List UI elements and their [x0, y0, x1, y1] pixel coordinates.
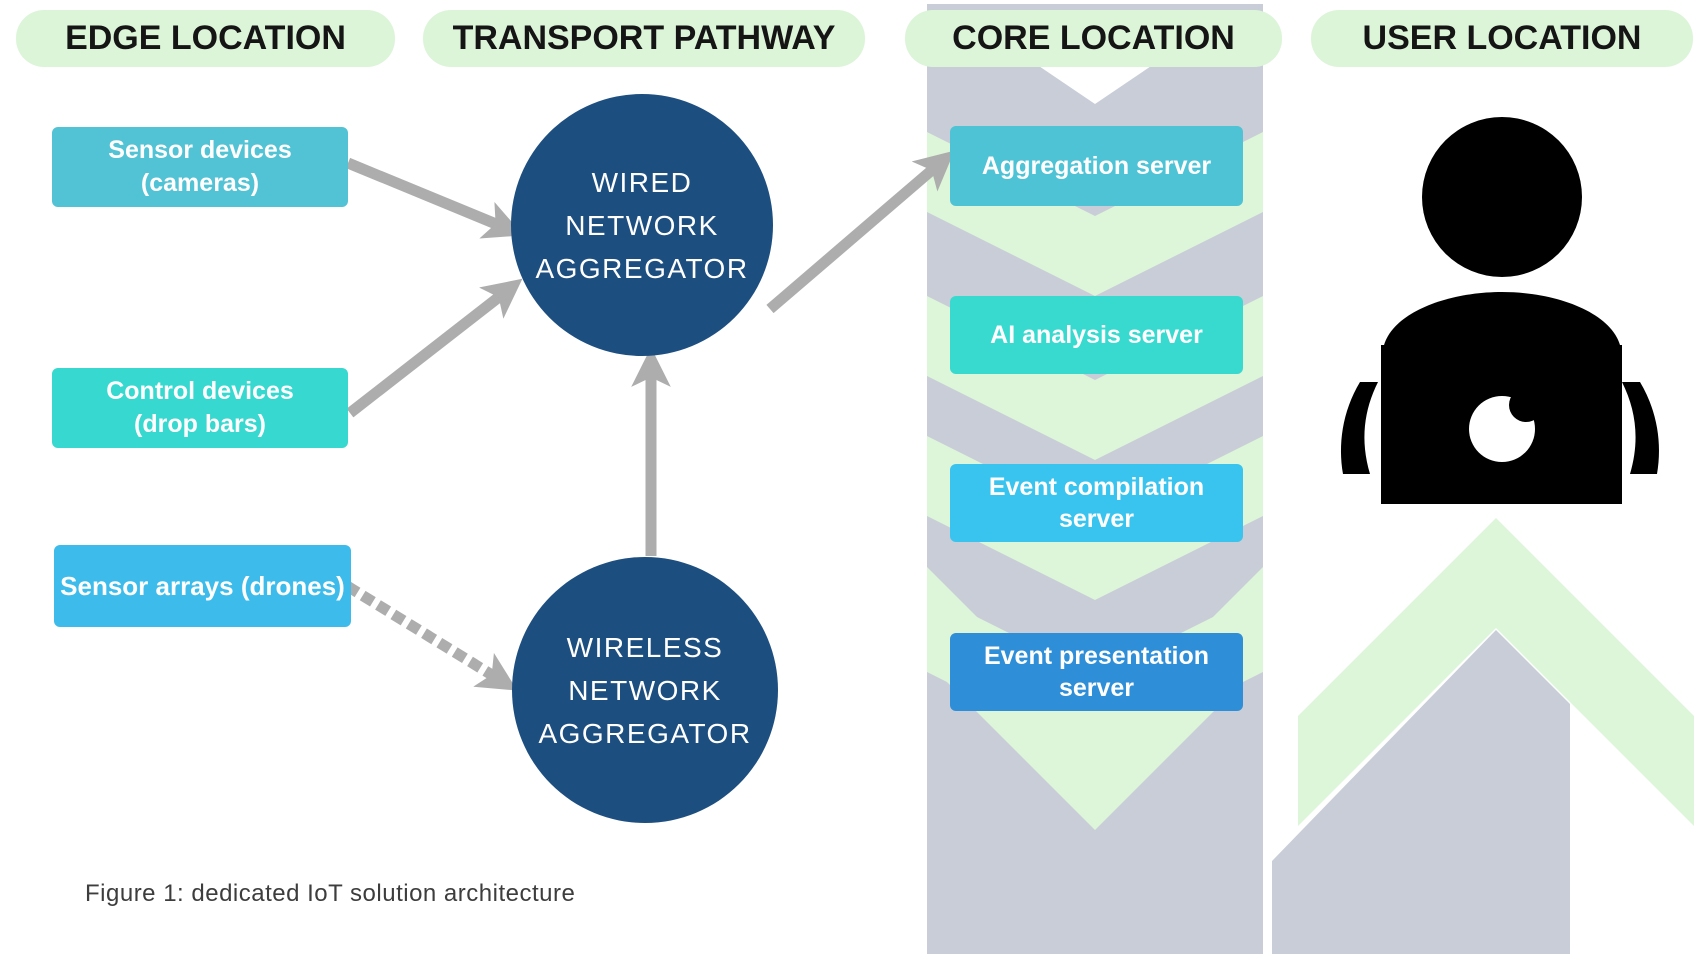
node-label-line: server: [1058, 505, 1135, 533]
header-transport-pathway: TRANSPORT PATHWAY: [423, 10, 865, 67]
arrow-wired-to-aggregation: [766, 150, 955, 314]
node-label-line: Sensor arrays (drones): [60, 570, 345, 601]
arrow-control-to-wired: [346, 278, 523, 418]
node-label-line: AGGREGATOR: [538, 717, 752, 749]
node-aggregation-server: Aggregation server: [950, 126, 1243, 206]
node-ai-analysis-server: AI analysis server: [950, 296, 1243, 374]
node-label-line: Event compilation: [988, 473, 1205, 501]
node-label-line: NETWORK: [568, 674, 722, 706]
person-left-arm: [1341, 382, 1378, 474]
chevron-down-icon: [927, 132, 1263, 296]
person-right-arm: [1622, 382, 1659, 474]
node-control-devices: Control devices (drop bars): [52, 368, 348, 448]
laptop-logo-bite: [1509, 388, 1543, 422]
header-user-location: USER LOCATION: [1311, 10, 1693, 67]
node-sensor-devices: Sensor devices (cameras): [52, 127, 348, 207]
gray-up-chevron: [1272, 630, 1570, 954]
arrow-sensor-to-wired: [345, 157, 524, 239]
node-event-compilation-server: Event compilation server: [950, 464, 1243, 542]
node-label-line: WIRED: [591, 166, 693, 198]
node-wireless-network-aggregator: WIRELESS NETWORK AGGREGATOR: [512, 557, 778, 823]
node-sensor-arrays: Sensor arrays (drones): [54, 545, 351, 627]
node-label-line: Control devices: [106, 377, 294, 405]
node-label-line: WIRELESS: [566, 631, 724, 663]
node-label-line: (drop bars): [134, 410, 266, 438]
node-label-line: Event presentation: [983, 642, 1210, 670]
person-head: [1422, 117, 1582, 277]
node-label-line: server: [1058, 674, 1135, 702]
person-at-laptop-icon: [1341, 117, 1659, 504]
node-label-line: Aggregation server: [981, 152, 1212, 180]
person-shoulders: [1384, 292, 1620, 345]
node-wired-network-aggregator: WIRED NETWORK AGGREGATOR: [511, 94, 773, 356]
top-white-notch: [1030, 60, 1160, 104]
header-edge-location: EDGE LOCATION: [16, 10, 395, 67]
chevron-down-icon: [927, 296, 1263, 460]
chevron-up-icon: [1298, 518, 1694, 826]
arrow-drones-to-wireless-dashed: [344, 581, 518, 691]
figure-caption: Figure 1: dedicated IoT solution archite…: [85, 880, 576, 907]
node-label-line: AI analysis server: [990, 321, 1203, 349]
node-label-line: NETWORK: [565, 209, 719, 241]
node-label-line: (cameras): [140, 169, 260, 197]
node-event-presentation-server: Event presentation server: [950, 633, 1243, 711]
user-location-decoration: [1272, 518, 1694, 954]
node-label-line: Sensor devices: [108, 136, 292, 164]
node-label-line: AGGREGATOR: [535, 252, 749, 284]
header-core-location: CORE LOCATION: [905, 10, 1282, 67]
